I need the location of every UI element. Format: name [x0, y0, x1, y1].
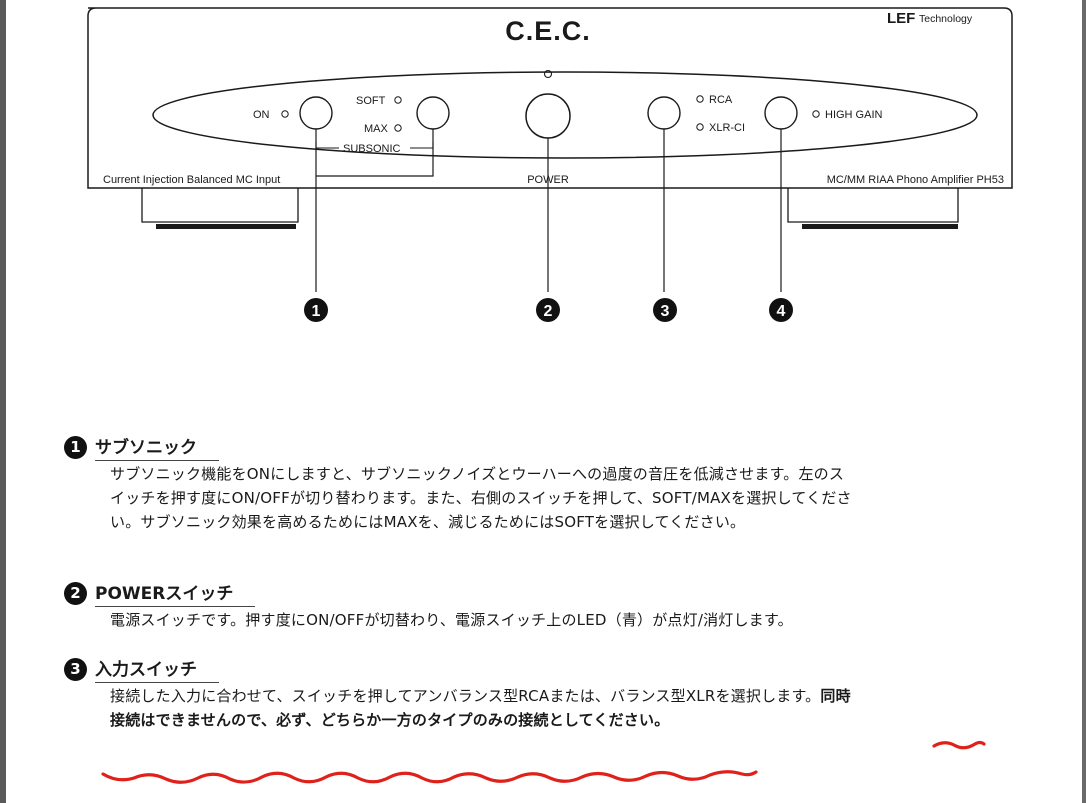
high-gain-led	[812, 110, 820, 118]
section-heading: POWERスイッチ	[95, 579, 256, 607]
left-foot	[141, 188, 299, 229]
body-line: 接続した入力に合わせて、スイッチを押してアンバランス型RCAまたは、バランス型X…	[110, 684, 1020, 708]
control-ellipse	[152, 71, 978, 159]
body-text: 接続した入力に合わせて、スイッチを押してアンバランス型RCAまたは、バランス型X…	[110, 687, 821, 705]
body-line: 接続はできませんので、必ず、どちらか一方のタイプのみの接続としてください。	[110, 708, 1020, 732]
section-heading: サブソニック	[95, 433, 219, 461]
body-line: い。サブソニック効果を高めるためにはMAXを、減じるためにはSOFTを選択してく…	[110, 513, 746, 531]
section-title: 1 サブソニック	[64, 432, 1024, 462]
number-badge: 1	[64, 435, 87, 459]
svg-text:4: 4	[777, 303, 786, 320]
high-gain-label: HIGH GAIN	[825, 109, 883, 121]
emphasis-text: 接続はできませんので、必ず、どちらか一方のタイプのみの接続としてください。	[110, 711, 670, 729]
callout-1: 1	[304, 298, 328, 322]
power-button[interactable]	[525, 93, 571, 139]
section-body: 接続した入力に合わせて、スイッチを押してアンバランス型RCAまたは、バランス型X…	[110, 684, 1020, 732]
callout-4: 4	[769, 298, 793, 322]
section-title: 2 POWERスイッチ	[64, 578, 1024, 608]
svg-text:2: 2	[544, 303, 553, 320]
section-heading: 入力スイッチ	[95, 655, 219, 683]
subsonic-label: SUBSONIC	[343, 143, 401, 155]
on-led	[281, 110, 289, 118]
brand-logo: C.E.C.	[505, 16, 591, 46]
subsonic-mode-button[interactable]	[416, 96, 450, 130]
page-frame-right	[1082, 0, 1086, 803]
number-badge: 2	[64, 581, 87, 605]
rca-label: RCA	[709, 94, 733, 106]
input-select-button[interactable]	[647, 96, 681, 130]
section-body: 電源スイッチです。押す度にON/OFFが切替わり、電源スイッチ上のLED（青）が…	[110, 608, 1020, 632]
right-foot	[787, 188, 959, 229]
soft-label: SOFT	[356, 95, 386, 107]
explanation-sections: 1 サブソニック サブソニック機能をONにしますと、サブソニックノイズとウーハー…	[64, 432, 1024, 732]
emphasis-text: 同時	[820, 687, 851, 705]
left-caption: Current Injection Balanced MC Input	[103, 174, 280, 186]
section-subsonic: 1 サブソニック サブソニック機能をONにしますと、サブソニックノイズとウーハー…	[64, 432, 1024, 534]
front-panel-diagram: C.E.C. LEF Technology ON SOFT MAX SUBSON…	[87, 7, 1013, 322]
tech-logo: LEF	[887, 10, 915, 27]
body-line: イッチを押す度にON/OFFが切り替わります。また、右側のスイッチを押して、SO…	[110, 489, 852, 507]
tech-label: Technology	[919, 13, 973, 25]
gain-button[interactable]	[764, 96, 798, 130]
xlr-label: XLR-CI	[709, 122, 745, 134]
section-title: 3 入力スイッチ	[64, 654, 1024, 684]
page-frame-left	[0, 0, 6, 803]
callout-3: 3	[653, 298, 677, 322]
body-line: 電源スイッチです。押す度にON/OFFが切替わり、電源スイッチ上のLED（青）が…	[110, 611, 793, 629]
xlr-led	[696, 123, 704, 131]
soft-led	[394, 96, 402, 104]
right-caption: MC/MM RIAA Phono Amplifier PH53	[827, 174, 1004, 186]
svg-text:3: 3	[661, 303, 670, 320]
section-input: 3 入力スイッチ 接続した入力に合わせて、スイッチを押してアンバランス型RCAま…	[64, 654, 1024, 732]
number-badge: 3	[64, 657, 87, 681]
power-led	[543, 69, 553, 79]
max-label: MAX	[364, 123, 389, 135]
callout-2: 2	[536, 298, 560, 322]
section-power: 2 POWERスイッチ 電源スイッチです。押す度にON/OFFが切替わり、電源ス…	[64, 578, 1024, 632]
max-led	[394, 124, 402, 132]
section-body: サブソニック機能をONにしますと、サブソニックノイズとウーハーへの過度の音圧を低…	[110, 462, 1020, 534]
on-label: ON	[253, 109, 270, 121]
panel-outline	[87, 7, 1013, 189]
leader-lines	[315, 129, 782, 292]
svg-text:1: 1	[312, 303, 321, 320]
body-line: サブソニック機能をONにしますと、サブソニックノイズとウーハーへの過度の音圧を低…	[110, 465, 845, 483]
rca-led	[696, 95, 704, 103]
subsonic-on-button[interactable]	[299, 96, 333, 130]
